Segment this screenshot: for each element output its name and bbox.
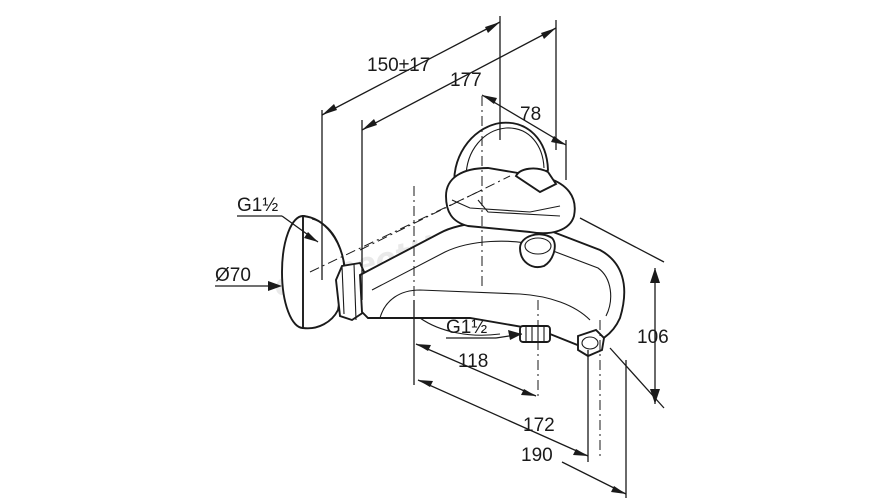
- lever-handle: [445, 167, 576, 235]
- dim-172: [413, 350, 589, 462]
- thread-bottom-leader: [446, 330, 523, 340]
- centerlines: [309, 96, 601, 460]
- thread-top-label: G1½: [237, 195, 278, 216]
- shower-outlet-thread: [519, 325, 551, 343]
- dim-150: [321, 16, 501, 280]
- thread-bottom-label: G1½: [446, 317, 487, 338]
- dim-172-label: 172: [523, 415, 555, 436]
- wall-rosette: [281, 214, 346, 330]
- thread-top-leader: [237, 215, 319, 243]
- dim-150-label: 150±17: [367, 55, 430, 76]
- dim-118: [413, 300, 537, 397]
- union-nut: [335, 261, 367, 322]
- dim-177-label: 177: [450, 70, 482, 91]
- dim-190-label: 190: [521, 445, 553, 466]
- dim-78-label: 78: [520, 104, 541, 125]
- dim-177: [361, 20, 557, 300]
- dim-78: [481, 94, 567, 180]
- dim-106-label: 106: [637, 327, 669, 348]
- dim-190: [561, 360, 627, 498]
- rosette-diameter-label: Ø70: [215, 265, 251, 286]
- diverter-knob: [519, 233, 556, 268]
- dim-118-label: 118: [458, 351, 488, 372]
- rosette-diameter-leader: [215, 281, 282, 291]
- dim-106: [579, 217, 665, 409]
- spout-outlet: [577, 328, 606, 358]
